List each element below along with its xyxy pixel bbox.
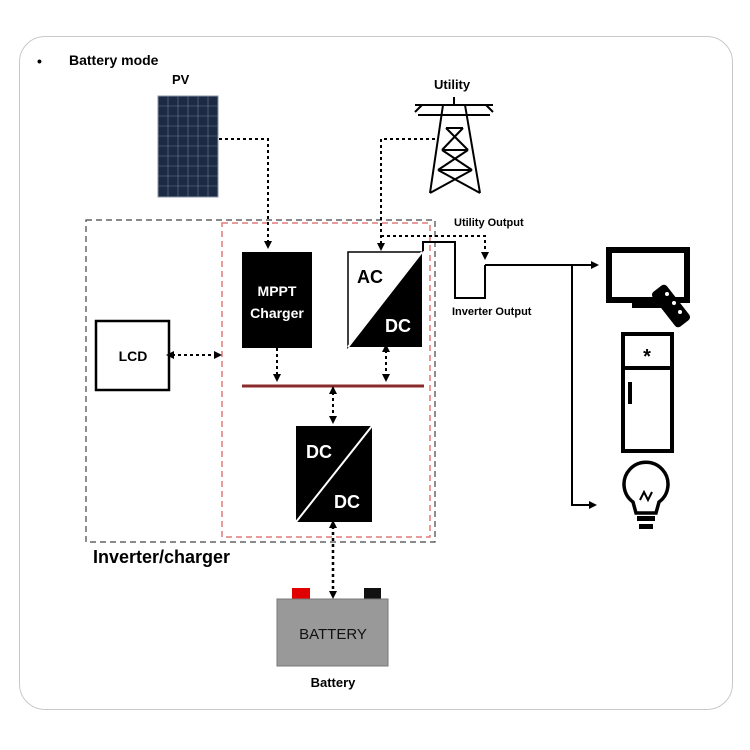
inverter-output-path [422,241,486,299]
ac-label: AC [357,267,383,287]
fridge-star: * [643,346,651,368]
pv-to-mppt-line [219,138,272,249]
mppt-label-line2: Charger [250,305,304,321]
utility-output-path [381,235,489,260]
dcdc-label-top: DC [306,442,332,462]
inverter-output-label: Inverter Output [452,306,532,318]
output-to-bulb-line [571,265,597,509]
card-frame [19,36,733,710]
battery-icon [276,588,389,667]
utility-to-acdc-line [377,138,435,251]
remote-icon [651,284,691,328]
tv-icon [606,247,690,308]
inner-module-box [221,222,431,538]
utility-tower-icon [414,97,494,194]
lightbulb-icon [622,460,670,529]
mppt-label-line1: MPPT [258,283,297,299]
mppt-charger-block [242,252,312,348]
inverter-charger-label: Inverter/charger [93,547,230,567]
inverter-charger-box [85,219,436,543]
ac-dc-converter-block [347,251,424,350]
heading-bullet: • [37,53,42,69]
dc-dc-converter-block [295,425,373,523]
lcd-box [94,319,171,392]
fridge-icon [621,332,674,453]
dcdc-label-bottom: DC [334,492,360,512]
acdc-dc-label: DC [385,316,411,336]
battery-caption: Battery [311,675,357,690]
pv-label: PV [172,72,190,87]
heading-title: Battery mode [69,52,159,68]
utility-label: Utility [434,77,471,92]
lcd-label: LCD [119,348,148,364]
solar-panel-icon [157,95,219,198]
battery-body-label: BATTERY [299,626,367,643]
utility-output-label: Utility Output [454,217,524,229]
